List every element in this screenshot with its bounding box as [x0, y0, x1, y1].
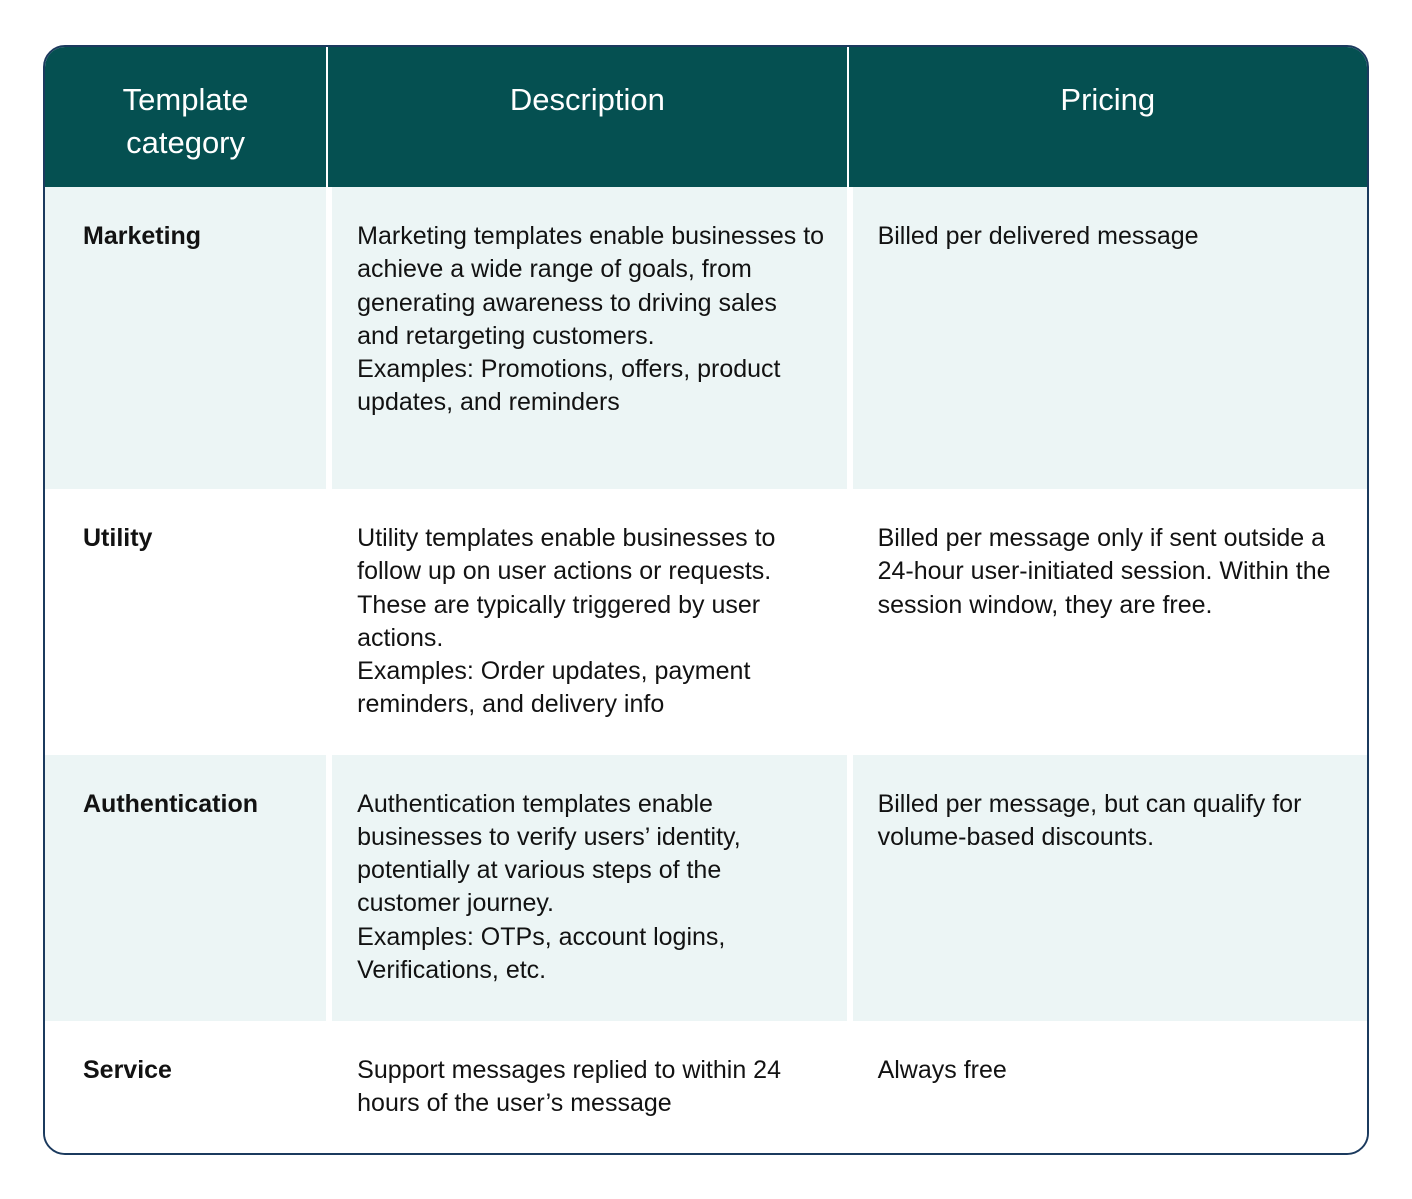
header-cell-template-category: Template category — [45, 47, 326, 187]
category-cell: Utility — [83, 524, 153, 552]
description-cell: Utility templates enable businesses to f… — [326, 489, 846, 755]
table-row-marketing: Marketing Marketing templates enable bus… — [45, 187, 1367, 489]
description-cell: Marketing templates enable businesses to… — [326, 187, 846, 489]
header-cell-description: Description — [326, 47, 846, 187]
header-label-description: Description — [509, 82, 665, 117]
pricing-cell: Billed per message only if sent outside … — [846, 489, 1367, 755]
header-cell-pricing: Pricing — [846, 47, 1367, 187]
description-cell: Support messages replied to within 24 ho… — [326, 1020, 846, 1153]
pricing-cell: Always free — [846, 1020, 1367, 1153]
table-row-service: Service Support messages replied to with… — [45, 1020, 1367, 1153]
pricing-cell: Billed per delivered message — [846, 187, 1367, 489]
table-row-authentication: Authentication Authentication templates … — [45, 754, 1367, 1021]
category-cell: Authentication — [83, 789, 258, 818]
category-cell: Service — [83, 1055, 172, 1084]
header-label-template-category: Template category — [122, 82, 249, 160]
table-row-utility: Utility Utility templates enable busines… — [45, 489, 1367, 755]
pricing-cell: Billed per message, but can qualify for … — [846, 754, 1367, 1021]
description-cell: Authentication templates enable business… — [326, 754, 846, 1021]
header-label-pricing: Pricing — [1060, 82, 1156, 117]
template-pricing-table: Template category Description Pricing Ma… — [43, 45, 1369, 1155]
table-header-row: Template category Description Pricing — [45, 47, 1367, 187]
category-cell: Marketing — [83, 222, 202, 250]
